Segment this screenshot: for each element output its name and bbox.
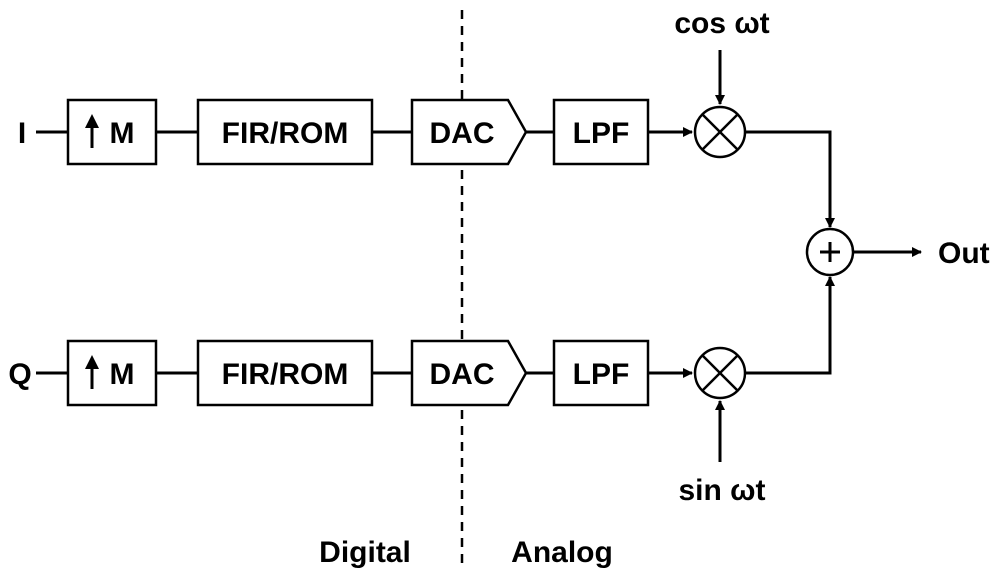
q-mixer-icon [693, 346, 747, 400]
q-dac-block: DAC [410, 339, 528, 407]
digital-domain-label: Digital [319, 536, 411, 569]
q-fir-rom-label: FIR/ROM [222, 358, 349, 391]
i-dac-label: DAC [430, 117, 495, 150]
q-lpf-label: LPF [573, 358, 630, 391]
output-label: Out [938, 237, 990, 270]
i-upsampler-label: M [110, 117, 135, 150]
i-mixer-icon [693, 105, 747, 159]
cos-carrier-label: cos ωt [674, 7, 769, 40]
q-dac-label: DAC [430, 358, 495, 391]
q-upsampler-label: M [110, 358, 135, 391]
i-fir-rom-block: FIR/ROM [196, 98, 374, 166]
q-lpf-block: LPF [552, 339, 650, 407]
q-fir-rom-block: FIR/ROM [196, 339, 374, 407]
i-fir-rom-label: FIR/ROM [222, 117, 349, 150]
i-dac-block: DAC [410, 98, 528, 166]
i-upsampler-block: M [66, 98, 158, 166]
up-arrow-icon [85, 355, 99, 389]
adder-icon [805, 227, 855, 277]
i-lpf-label: LPF [573, 117, 630, 150]
input-i-label: I [18, 117, 26, 150]
q-upsampler-block: M [66, 339, 158, 407]
i-lpf-block: LPF [552, 98, 650, 166]
input-q-label: Q [8, 358, 31, 391]
sin-carrier-label: sin ωt [678, 474, 765, 507]
q-mixer-to-adder-line [745, 276, 835, 375]
up-arrow-icon [85, 114, 99, 148]
i-mixer-to-adder-line [745, 130, 835, 228]
analog-domain-label: Analog [511, 536, 613, 569]
